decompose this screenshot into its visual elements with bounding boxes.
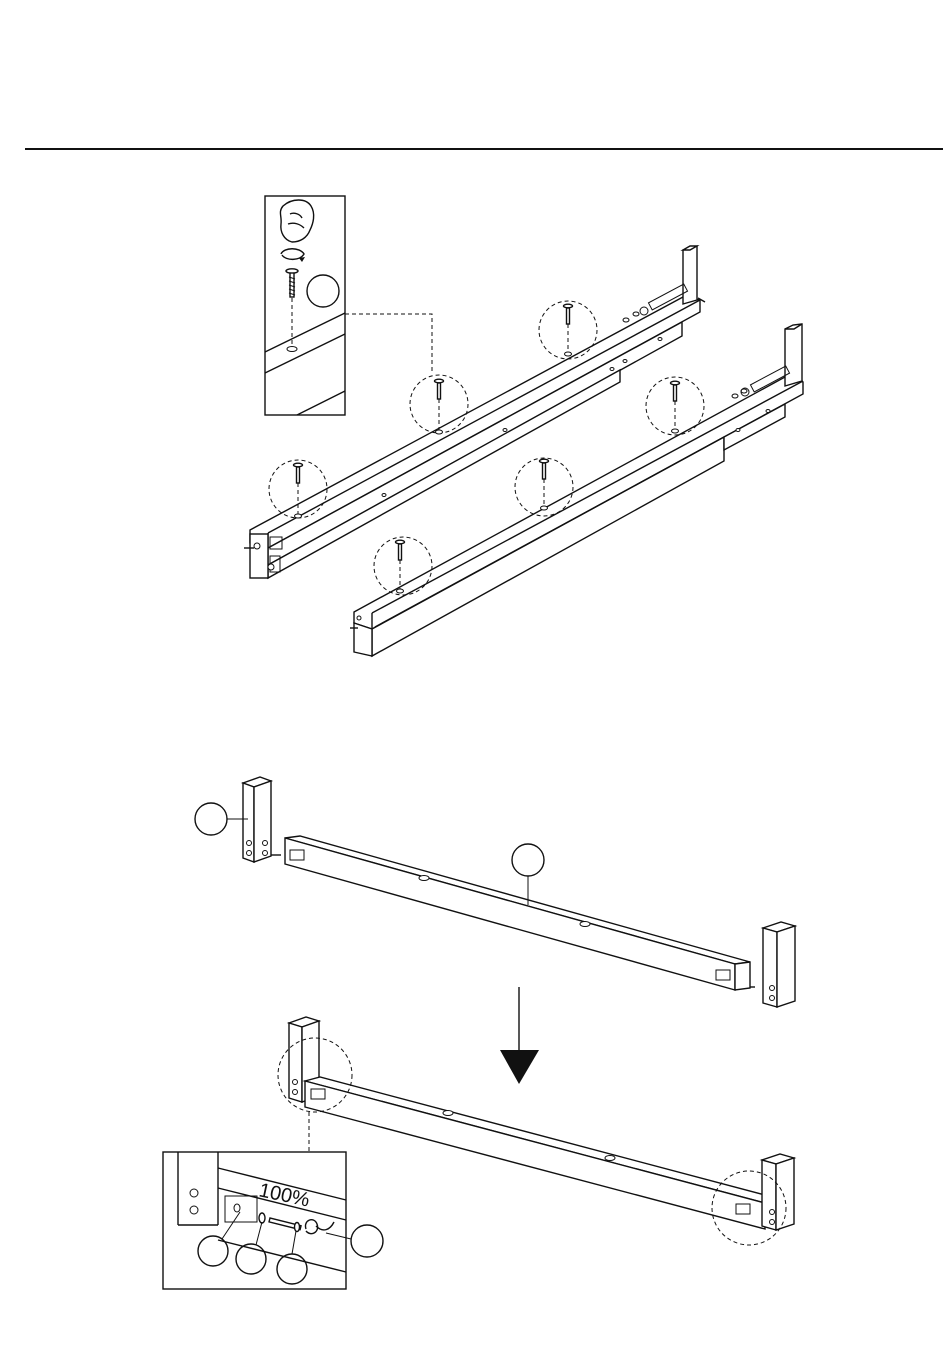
- screw-callout-2: [410, 375, 468, 434]
- step1-group: [244, 196, 803, 656]
- left-leg: [243, 777, 281, 862]
- hardware-label-4: [351, 1225, 383, 1257]
- step3-group: 100%: [163, 1017, 794, 1289]
- down-arrow-icon: [500, 987, 539, 1084]
- rail-label-circle: [512, 844, 544, 876]
- right-leg: [763, 922, 795, 1007]
- screw-callout-5: [515, 458, 573, 516]
- zoom-text: 100%: [257, 1179, 312, 1211]
- leg-label-circle: [195, 803, 227, 835]
- screw-callout-6: [646, 377, 704, 435]
- screw-callout-3: [539, 301, 597, 359]
- screw-icon: [286, 269, 298, 297]
- step2-group: [195, 777, 795, 1007]
- zoom-detail-box: 100%: [163, 1152, 383, 1289]
- hand-icon: [280, 200, 313, 242]
- hardware-label-1: [198, 1236, 228, 1266]
- rail: [285, 836, 755, 990]
- part-label-circle: [307, 275, 339, 307]
- screw-detail-box: [265, 196, 345, 415]
- back-rail: [244, 246, 705, 578]
